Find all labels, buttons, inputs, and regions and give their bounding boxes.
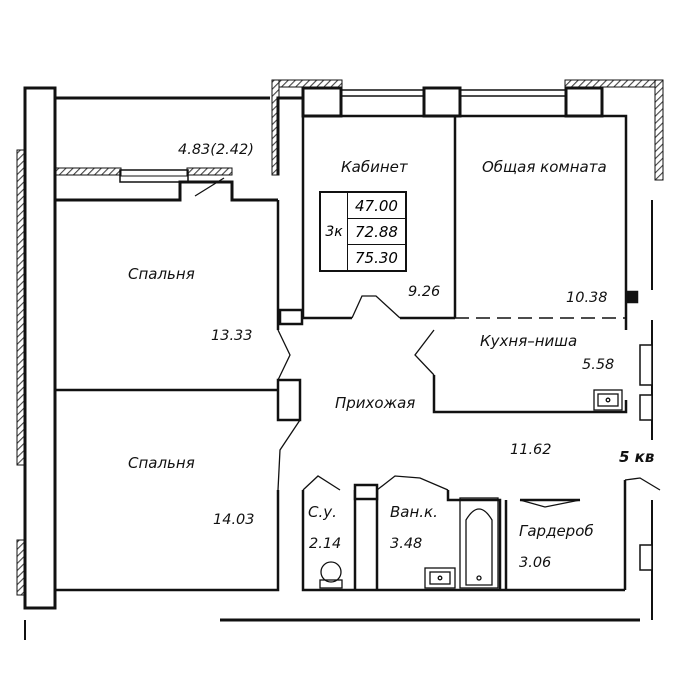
- apartment-type: 3к: [321, 193, 348, 270]
- interior-walls: [24, 114, 653, 640]
- doors: [194, 177, 661, 508]
- room-name-kitchen: Кухня–ниша: [480, 332, 578, 350]
- section-label: 5 кв: [619, 448, 655, 466]
- room-area-wc: 2.14: [309, 536, 342, 552]
- room-area-bedroom-lower: 14.03: [213, 512, 255, 528]
- kitchen-sink-icon: [593, 389, 623, 411]
- room-name-bath: Ван.к.: [390, 503, 438, 521]
- room-name-wc: С.у.: [308, 503, 337, 521]
- room-area-study: 9.26: [408, 284, 441, 300]
- room-name-wardrobe: Гардероб: [519, 522, 594, 540]
- toilet-icon: [319, 561, 343, 589]
- total-area-value: 72.88: [348, 219, 405, 245]
- total-with-balcony-value: 75.30: [355, 249, 398, 267]
- room-area-wardrobe: 3.06: [519, 555, 552, 571]
- room-area-hall: 11.62: [510, 442, 552, 458]
- room-area-living: 10.38: [566, 290, 608, 306]
- exterior-walls: [23, 86, 604, 610]
- area-summary-table: 3к 47.00 72.88 75.30: [319, 191, 407, 272]
- sink-icon: [424, 567, 456, 589]
- balcony-area: 4.83(2.42): [178, 142, 254, 158]
- room-name-bedroom-lower: Спальня: [128, 454, 195, 472]
- room-name-hall: Прихожая: [335, 394, 416, 412]
- room-name-bedroom-upper: Спальня: [128, 265, 195, 283]
- bathtub-icon: [459, 497, 499, 589]
- room-name-living: Общая комната: [482, 158, 607, 176]
- room-name-study: Кабинет: [341, 158, 408, 176]
- room-area-bath: 3.48: [390, 536, 423, 552]
- living-area-value: 47.00: [348, 193, 405, 219]
- room-area-kitchen: 5.58: [582, 357, 615, 373]
- room-area-bedroom-upper: 13.33: [211, 328, 253, 344]
